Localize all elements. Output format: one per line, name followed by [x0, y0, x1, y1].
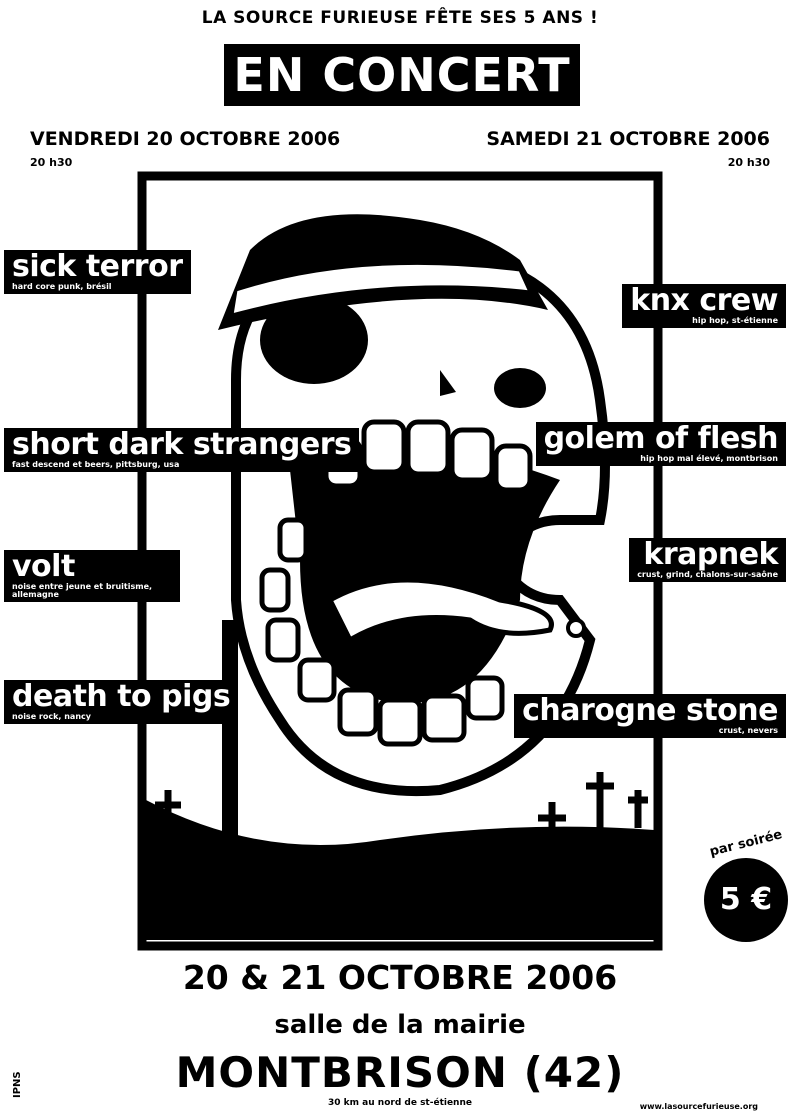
- band-name: short dark strangers: [12, 427, 352, 462]
- page-title: EN CONCERT: [224, 44, 580, 106]
- day1-date: VENDREDI 20 OCTOBRE 2006: [30, 128, 341, 150]
- grave-crosses: [155, 772, 648, 880]
- tongue: [326, 577, 554, 644]
- price-badge: par soirée 5 €: [704, 827, 788, 942]
- band-tag: golem of flesh hip hop mal élevé, montbr…: [535, 421, 786, 466]
- event-dates: 20 & 21 OCTOBRE 2006: [182, 958, 618, 997]
- website-url: www.lasourcefurieuse.org: [639, 1102, 758, 1111]
- band-tag: charogne stone crust, nevers: [514, 694, 786, 738]
- band-name: volt: [12, 549, 75, 584]
- hat-band: [230, 261, 533, 318]
- anniversary-line: LA SOURCE FURIEUSE FÊTE SES 5 ANS !: [201, 8, 599, 28]
- band-tag: short dark strangers fast descend et bee…: [4, 427, 360, 472]
- band-desc: fast descend et beers, pittsburg, usa: [12, 460, 180, 469]
- band-tag: sick terror hard core punk, brésil: [4, 250, 191, 294]
- band-name: knx crew: [630, 283, 778, 318]
- band-desc: noise entre jeune et bruitisme, allemagn…: [12, 582, 153, 599]
- eye-socket-left: [260, 296, 368, 384]
- band-desc: crust, grind, chalons-sur-saône: [637, 570, 778, 579]
- day2-time: 20 h30: [727, 156, 770, 169]
- band-desc: hip hop, st-étienne: [692, 316, 778, 325]
- band-name: sick terror: [12, 249, 183, 284]
- eye-socket-right: [494, 368, 546, 408]
- city-name: MONTBRISON (42): [175, 1048, 625, 1097]
- day2-date: SAMEDI 21 OCTOBRE 2006: [486, 128, 770, 150]
- band-desc: noise rock, nancy: [12, 712, 91, 721]
- graveyard-ground: [146, 800, 654, 940]
- day1-time: 20 h30: [30, 156, 73, 169]
- band-tag: krapnek crust, grind, chalons-sur-saône: [629, 538, 786, 582]
- band-name: death to pigs: [12, 679, 231, 714]
- band-tag: volt noise entre jeune et bruitisme, all…: [4, 550, 180, 602]
- skull-mouth: [290, 447, 560, 703]
- skull-nose: [440, 370, 456, 396]
- band-tag: death to pigs noise rock, nancy: [4, 679, 239, 724]
- band-desc: crust, nevers: [718, 726, 778, 735]
- band-desc: hard core punk, brésil: [12, 282, 112, 291]
- distance-note: 30 km au nord de st-étienne: [328, 1098, 472, 1108]
- venue-name: salle de la mairie: [274, 1010, 526, 1040]
- ipns-mark: IPNS: [12, 1071, 23, 1098]
- band-desc: hip hop mal élevé, montbrison: [640, 454, 778, 463]
- band-name: krapnek: [643, 537, 778, 572]
- band-name: charogne stone: [522, 693, 778, 728]
- band-tag: knx crew hip hop, st-étienne: [622, 284, 786, 328]
- band-name: golem of flesh: [543, 421, 779, 456]
- price-value: 5 €: [719, 882, 773, 917]
- skull-neck: [222, 620, 238, 920]
- drop: [566, 618, 586, 638]
